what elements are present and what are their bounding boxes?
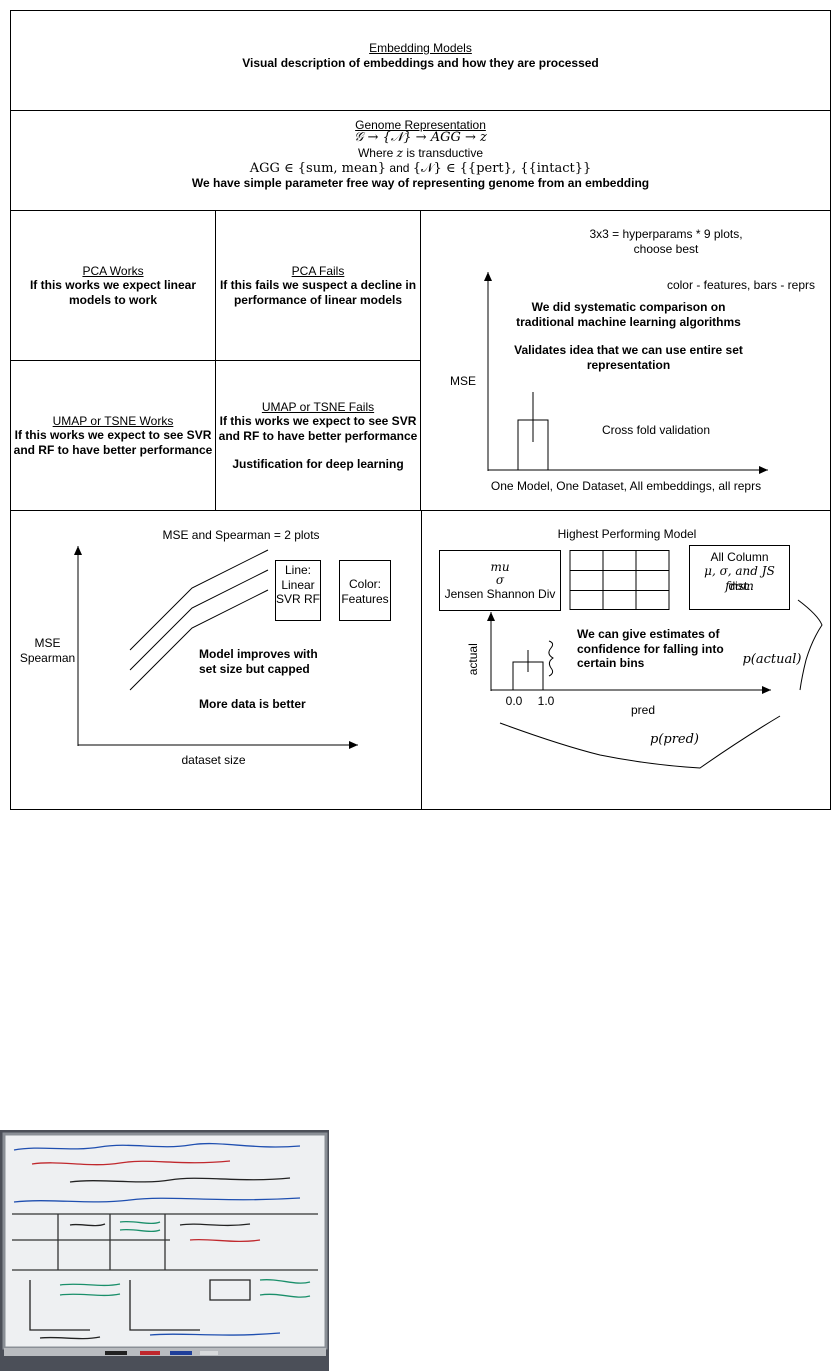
comparison-systematic: We did systematic comparison on traditio… [516,300,741,329]
scaling-xlabel: dataset size [181,753,246,767]
genome-and-word: and [386,161,413,175]
scaling-more-data: More data is better [199,697,306,711]
whiteboard-photo [0,1130,329,1371]
scaling-color-legend-text: Color: Features [341,577,389,606]
comparison-xlabel: One Model, One Dataset, All embeddings, … [490,479,762,493]
genome-title: Genome Representation [355,118,486,132]
scaling-title: MSE and Spearman = 2 plots [162,528,320,542]
highest-title: Highest Performing Model [557,527,697,541]
scaling-improves: Model improves with set size but capped [199,647,318,676]
bins-grid-table [569,550,670,610]
pca-fails-body: If this fails we suspect a decline in pe… [219,278,417,307]
all-column-line-1: All Column [710,550,769,564]
embedding-models-box: Embedding Models Visual description of e… [10,10,831,111]
umap-fails-extra: Justification for deep learning [232,457,404,471]
pca-works-title: PCA Works [82,264,144,278]
comparison-color-note: color - features, bars - reprs [666,278,816,292]
umap-fails-title: UMAP or TSNE Fails [261,400,375,414]
highest-xlabel: pred [630,703,656,717]
scaling-line-1 [129,549,269,651]
comparison-validates: Validates idea that we can use entire se… [514,343,743,372]
umap-fails-body: If this works we expect to see SVR and R… [218,414,418,443]
all-column-box: All Column μ, σ, and JS from dist. [689,545,790,610]
scaling-axes [74,546,358,749]
embedding-models-subtitle: Visual description of embeddings and how… [242,56,599,70]
all-column-line-2: μ, σ, and JS from [690,564,789,593]
umap-works-box: UMAP or TSNE Works If this works we expe… [10,360,216,511]
highest-tick-1: 1.0 [537,694,555,708]
scaling-line-legend: Line: Linear SVR RF [275,560,321,621]
highest-p-actual: p(actual) [742,652,802,667]
genome-summary: We have simple parameter free way of rep… [191,176,650,190]
highest-axes [487,612,771,694]
umap-fails-box: UMAP or TSNE Fails If this works we expe… [215,360,421,511]
scaling-line-2 [129,569,269,671]
scaling-ylabel: MSE Spearman [19,636,76,665]
genome-where-line: Where z is transductive [11,146,830,161]
genome-agg-def: AGG ∈ {sum, mean} [249,161,387,176]
highest-estimates: We can give estimates of confidence for … [577,627,724,670]
scaling-color-legend: Color: Features [339,560,391,621]
p-pred-brace [499,715,781,769]
comparison-crossfold: Cross fold validation [601,423,711,437]
genome-where-prefix: Where [357,146,397,160]
curly-brace-icon [548,640,554,677]
all-column-stats-text: μ, σ, and JS from [704,564,775,593]
pca-works-box: PCA Works If this works we expect linear… [10,210,216,361]
pca-works-body: If this works we expect linear models to… [29,278,197,307]
highest-tick-0: 0.0 [505,694,523,708]
comparison-ylabel: MSE [449,374,476,388]
embedding-models-title: Embedding Models [369,41,472,55]
p-actual-brace [797,599,823,691]
all-column-line-3: dist. [728,579,751,593]
umap-works-title: UMAP or TSNE Works [52,414,174,428]
stats-mu: mu [490,560,510,574]
genome-where-var: z [396,146,403,160]
comparison-hyperparams: 3x3 = hyperparams * 9 plots, choose best [589,227,743,256]
genome-formula: 𝒢 → {𝒩} → AGG → z [354,130,487,145]
genome-agg-line: AGG ∈ {sum, mean} and {𝒩} ∈ {{pert}, {{i… [11,161,830,177]
scaling-line-3 [129,589,269,691]
umap-works-body: If this works we expect to see SVR and R… [13,428,213,457]
genome-representation-box: Genome Representation 𝒢 → {𝒩} → AGG → z … [10,110,831,211]
stats-sigma: σ [495,573,505,587]
stats-box: mu σ Jensen Shannon Div [439,550,561,611]
genome-n-def: {𝒩} ∈ {{pert}, {{intact}} [412,161,592,176]
comparison-axes [484,272,768,474]
highest-p-pred: p(pred) [649,732,700,747]
genome-where-suffix: is transductive [402,146,484,160]
whiteboard-photo-image [0,1130,329,1371]
stats-jensen: Jensen Shannon Div [444,587,556,601]
scaling-line-legend-text: Line: Linear SVR RF [276,563,321,606]
pca-fails-title: PCA Fails [291,264,345,278]
